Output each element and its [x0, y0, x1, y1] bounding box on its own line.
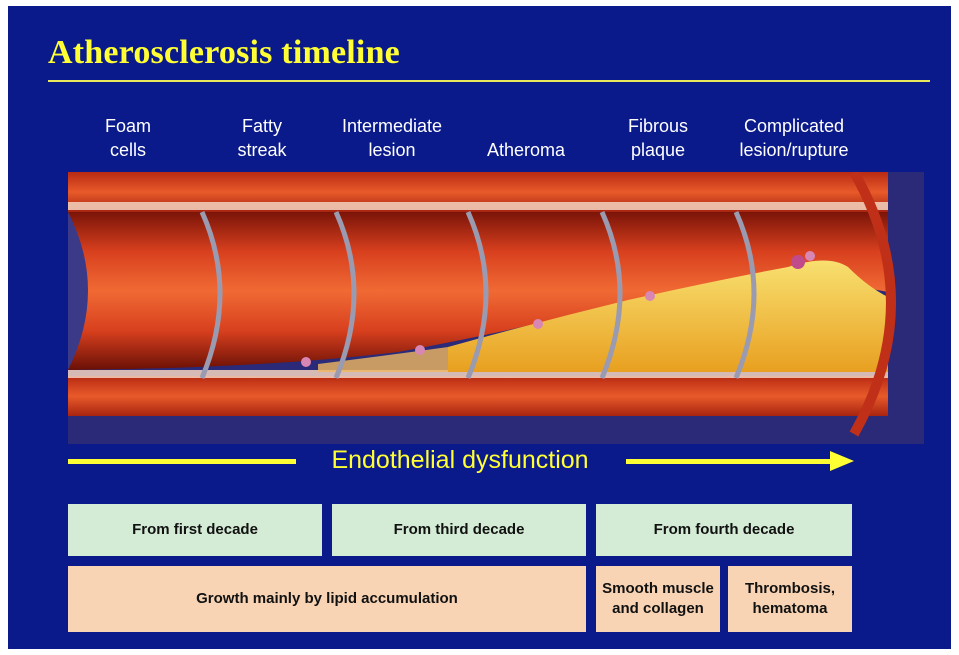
onset-third-decade: From third decade	[332, 504, 586, 556]
rupture-site	[791, 255, 805, 269]
title-underline	[48, 80, 930, 82]
arrow-line-right	[626, 459, 834, 464]
stage-label-atheroma: Atheroma	[460, 138, 592, 162]
foam-cell	[415, 345, 425, 355]
stage-label-complicated-lesion: Complicated lesion/rupture	[726, 114, 862, 162]
rupture-site	[805, 251, 815, 261]
growth-smooth-muscle-collagen: Smooth muscle and collagen	[596, 566, 720, 632]
stage-label-foam-cells: Foam cells	[62, 114, 194, 162]
stage-label-fatty-streak: Fatty streak	[196, 114, 328, 162]
stage-label-intermediate-lesion: Intermediate lesion	[326, 114, 458, 162]
foam-cell	[301, 357, 311, 367]
arrow-head-icon	[830, 451, 854, 471]
onset-first-decade: From first decade	[68, 504, 322, 556]
foam-cell	[533, 319, 543, 329]
endothelial-dysfunction-label: Endothelial dysfunction	[300, 446, 620, 475]
lower-vessel-wall	[68, 376, 888, 416]
foam-cell	[645, 291, 655, 301]
slide-title: Atherosclerosis timeline	[48, 34, 400, 72]
upper-intima	[68, 202, 888, 210]
stage-label-fibrous-plaque: Fibrous plaque	[592, 114, 724, 162]
arrow-line-left	[68, 459, 296, 464]
growth-thrombosis-hematoma: Thrombosis, hematoma	[728, 566, 852, 632]
onset-fourth-decade: From fourth decade	[596, 504, 852, 556]
artery-illustration	[68, 172, 924, 444]
growth-lipid-accumulation: Growth mainly by lipid accumulation	[68, 566, 586, 632]
